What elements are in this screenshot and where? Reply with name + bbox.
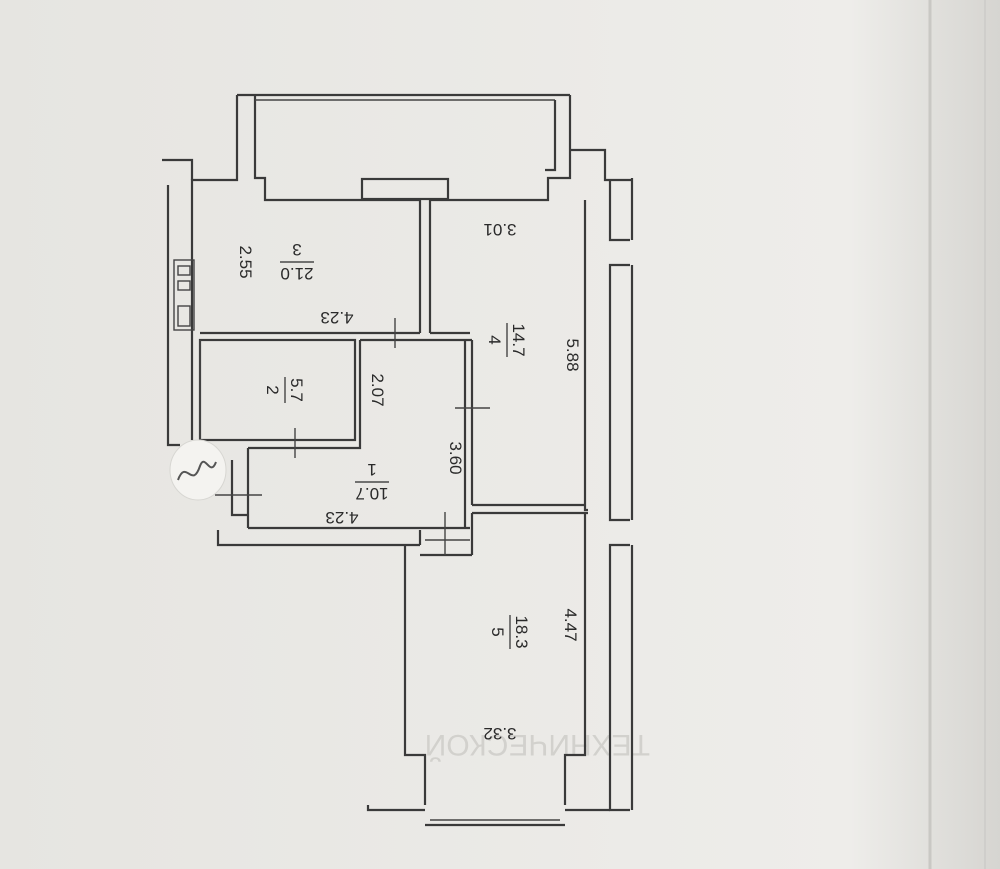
door-markers xyxy=(215,318,490,555)
room-3-labels: 21.0 3 2.55 4.23 xyxy=(236,240,354,327)
room-4-length: 5.88 xyxy=(563,338,582,371)
room-5-number: 5 xyxy=(488,627,507,636)
room-5-labels: 18.3 5 4.47 3.32 xyxy=(483,608,580,743)
room-4-width: 3.01 xyxy=(483,220,516,239)
room-5-length: 4.47 xyxy=(561,608,580,641)
walls xyxy=(162,93,634,827)
room-1-labels: 3.60 10.7 1 4.23 xyxy=(325,441,465,527)
room-4-labels: 3.01 14.7 4 5.88 xyxy=(483,220,582,372)
room-3-area: 21.0 xyxy=(280,264,313,283)
room-5-width: 3.32 xyxy=(483,724,516,743)
room-2-area: 5.7 xyxy=(287,378,306,402)
room-2-number: 2 xyxy=(263,385,282,394)
room-4-area: 14.7 xyxy=(509,323,528,356)
room-2-width: 2.07 xyxy=(368,373,387,406)
room-3-number: 3 xyxy=(292,240,301,259)
room-1-area: 10.7 xyxy=(355,484,388,503)
room-1-length: 4.23 xyxy=(325,508,358,527)
room-5-area: 18.3 xyxy=(512,615,531,648)
room-3-width: 2.55 xyxy=(236,245,255,278)
stamp-mark xyxy=(169,439,227,501)
room-1-width: 3.60 xyxy=(446,441,465,474)
room-3-length: 4.23 xyxy=(320,308,353,327)
room-2-labels: 5.7 2 2.07 xyxy=(263,373,387,406)
room-4-number: 4 xyxy=(485,335,504,344)
background-text: ТЕХНИЧЕСКОЙ xyxy=(425,728,650,762)
room-1-number: 1 xyxy=(367,460,376,479)
